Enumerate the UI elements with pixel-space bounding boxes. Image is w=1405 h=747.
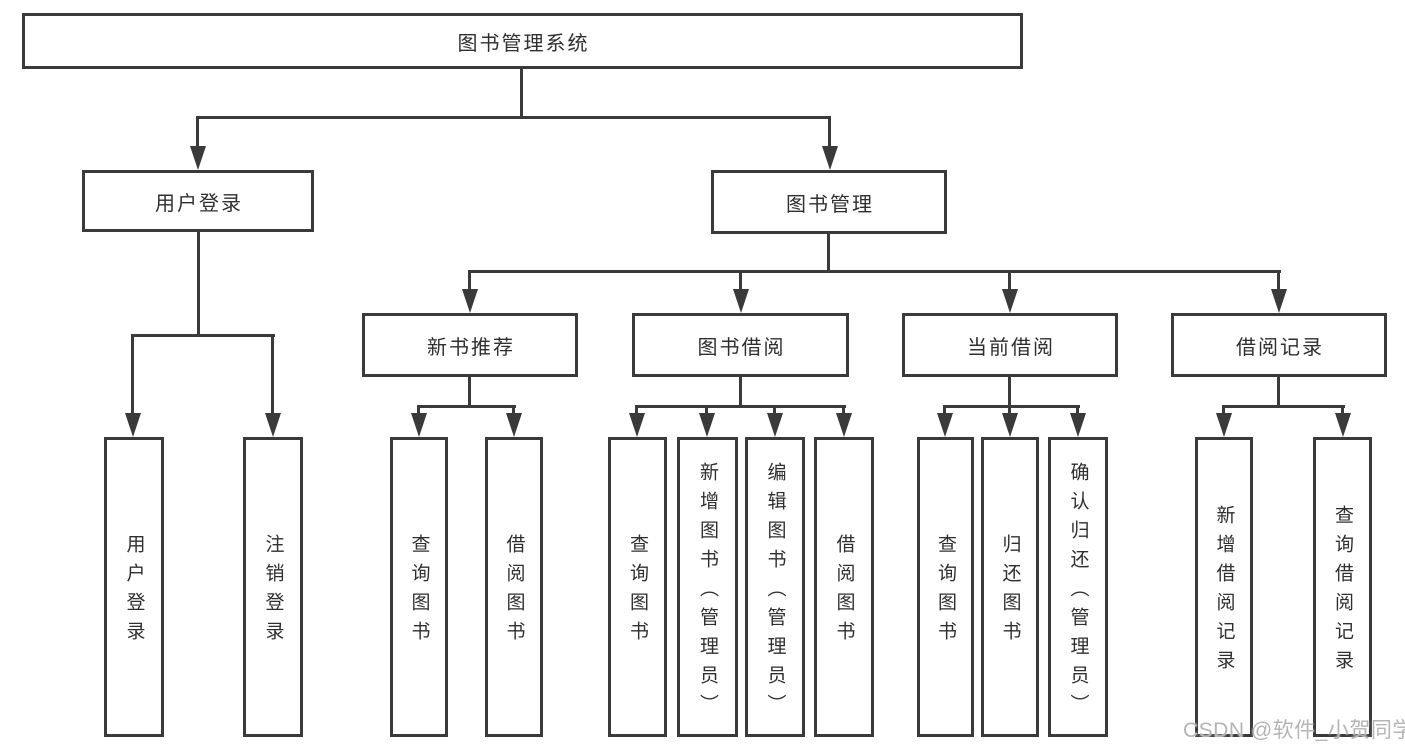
arrowhead-down-icon	[1002, 289, 1018, 313]
leaf-return-books: 归还图书	[981, 437, 1039, 737]
arrowhead-down-icon	[190, 146, 206, 170]
leaf-label: 编辑图书（管理员）	[764, 461, 786, 723]
connector-drop	[468, 270, 471, 292]
connector-stem	[1008, 377, 1011, 407]
connector-drop	[739, 270, 742, 292]
node-new-book-recommend: 新书推荐	[362, 313, 578, 377]
leaf-label: 借阅图书	[833, 534, 855, 650]
connector-drop	[1076, 405, 1079, 417]
connector-bar	[635, 405, 846, 408]
node-label: 图书借阅	[697, 336, 786, 359]
arrowhead-down-icon	[1216, 413, 1232, 437]
connector-drop	[1008, 270, 1011, 292]
connector-drop	[1277, 270, 1280, 292]
leaf-label: 查询图书	[408, 534, 430, 650]
leaf-label: 新增图书（管理员）	[697, 461, 718, 723]
leaf-label: 查询借阅记录	[1332, 505, 1353, 679]
connector-stem	[1277, 377, 1280, 407]
node-user-login: 用户登录	[82, 170, 314, 232]
connector-drop	[705, 405, 708, 417]
connector-root-bar	[196, 116, 831, 119]
arrowhead-down-icon	[1271, 289, 1287, 313]
connector-drop	[196, 116, 199, 148]
leaf-confirm-return-admin: 确认归还（管理员）	[1048, 437, 1108, 737]
connector-drop	[828, 116, 831, 148]
connector-drop	[131, 334, 134, 416]
arrowhead-down-icon	[937, 413, 953, 437]
connector-bar	[131, 334, 275, 337]
connector-root-stem	[520, 69, 523, 117]
node-library-system: 图书管理系统	[22, 13, 1023, 69]
leaf-label: 查询图书	[627, 534, 648, 650]
connector-drop	[271, 334, 274, 416]
leaf-query-books: 查询图书	[608, 437, 667, 737]
arrowhead-down-icon	[767, 413, 783, 437]
node-label: 图书管理	[786, 193, 874, 216]
connector-drop	[512, 405, 515, 417]
arrowhead-down-icon	[699, 413, 715, 437]
arrowhead-down-icon	[733, 289, 749, 313]
node-borrowing-records: 借阅记录	[1171, 313, 1387, 377]
connector-drop	[417, 405, 420, 417]
connector-drop	[773, 405, 776, 417]
leaf-query-borrow-record: 查询借阅记录	[1313, 437, 1372, 737]
leaf-label: 确认归还（管理员）	[1067, 461, 1089, 723]
connector-bar	[1222, 405, 1345, 408]
connector-drop	[1008, 405, 1011, 417]
csdn-watermark: CSDN @软件_小贺同学	[1183, 719, 1405, 742]
leaf-add-books-admin: 新增图书（管理员）	[677, 437, 738, 737]
arrowhead-down-icon	[1335, 413, 1351, 437]
node-label: 新书推荐	[427, 336, 515, 359]
node-book-management: 图书管理	[711, 170, 947, 234]
node-label: 用户登录	[155, 192, 243, 215]
leaf-label: 借阅图书	[503, 534, 525, 650]
leaf-user-login: 用户登录	[104, 437, 164, 737]
connector-stem	[827, 234, 830, 272]
node-book-borrowing: 图书借阅	[632, 313, 849, 377]
leaf-logout: 注销登录	[243, 437, 303, 737]
arrowhead-down-icon	[506, 413, 522, 437]
connector-stem	[468, 377, 471, 407]
leaf-query-books: 查询图书	[390, 437, 448, 737]
leaf-borrow-books: 借阅图书	[814, 437, 874, 737]
arrowhead-down-icon	[1002, 413, 1018, 437]
leaf-label: 归还图书	[999, 534, 1021, 650]
arrowhead-down-icon	[1070, 413, 1086, 437]
connector-drop	[1341, 405, 1344, 417]
leaf-query-books: 查询图书	[917, 437, 974, 737]
connector-stem	[739, 377, 742, 407]
arrowhead-down-icon	[629, 413, 645, 437]
leaf-label: 新增借阅记录	[1213, 505, 1235, 679]
node-label: 图书管理系统	[457, 32, 590, 55]
connector-bar	[417, 405, 516, 408]
connector-drop	[842, 405, 845, 417]
connector-stem	[197, 232, 200, 336]
node-label: 当前借阅	[967, 336, 1055, 359]
node-label: 借阅记录	[1236, 336, 1324, 359]
connector-drop	[1222, 405, 1225, 417]
leaf-borrow-books: 借阅图书	[485, 437, 543, 737]
arrowhead-down-icon	[411, 413, 427, 437]
connector-bar	[943, 405, 1080, 408]
leaf-add-borrow-record: 新增借阅记录	[1195, 437, 1253, 737]
leaf-label: 注销登录	[262, 534, 284, 650]
arrowhead-down-icon	[462, 289, 478, 313]
node-current-borrowing: 当前借阅	[902, 313, 1118, 377]
connector-bar	[468, 270, 1281, 273]
arrowhead-down-icon	[836, 413, 852, 437]
leaf-label: 查询图书	[935, 534, 956, 650]
arrowhead-down-icon	[265, 413, 281, 437]
leaf-edit-books-admin: 编辑图书（管理员）	[745, 437, 805, 737]
arrowhead-down-icon	[125, 413, 141, 437]
connector-drop	[943, 405, 946, 417]
leaf-label: 用户登录	[123, 534, 145, 650]
connector-drop	[635, 405, 638, 417]
arrowhead-down-icon	[822, 146, 838, 170]
